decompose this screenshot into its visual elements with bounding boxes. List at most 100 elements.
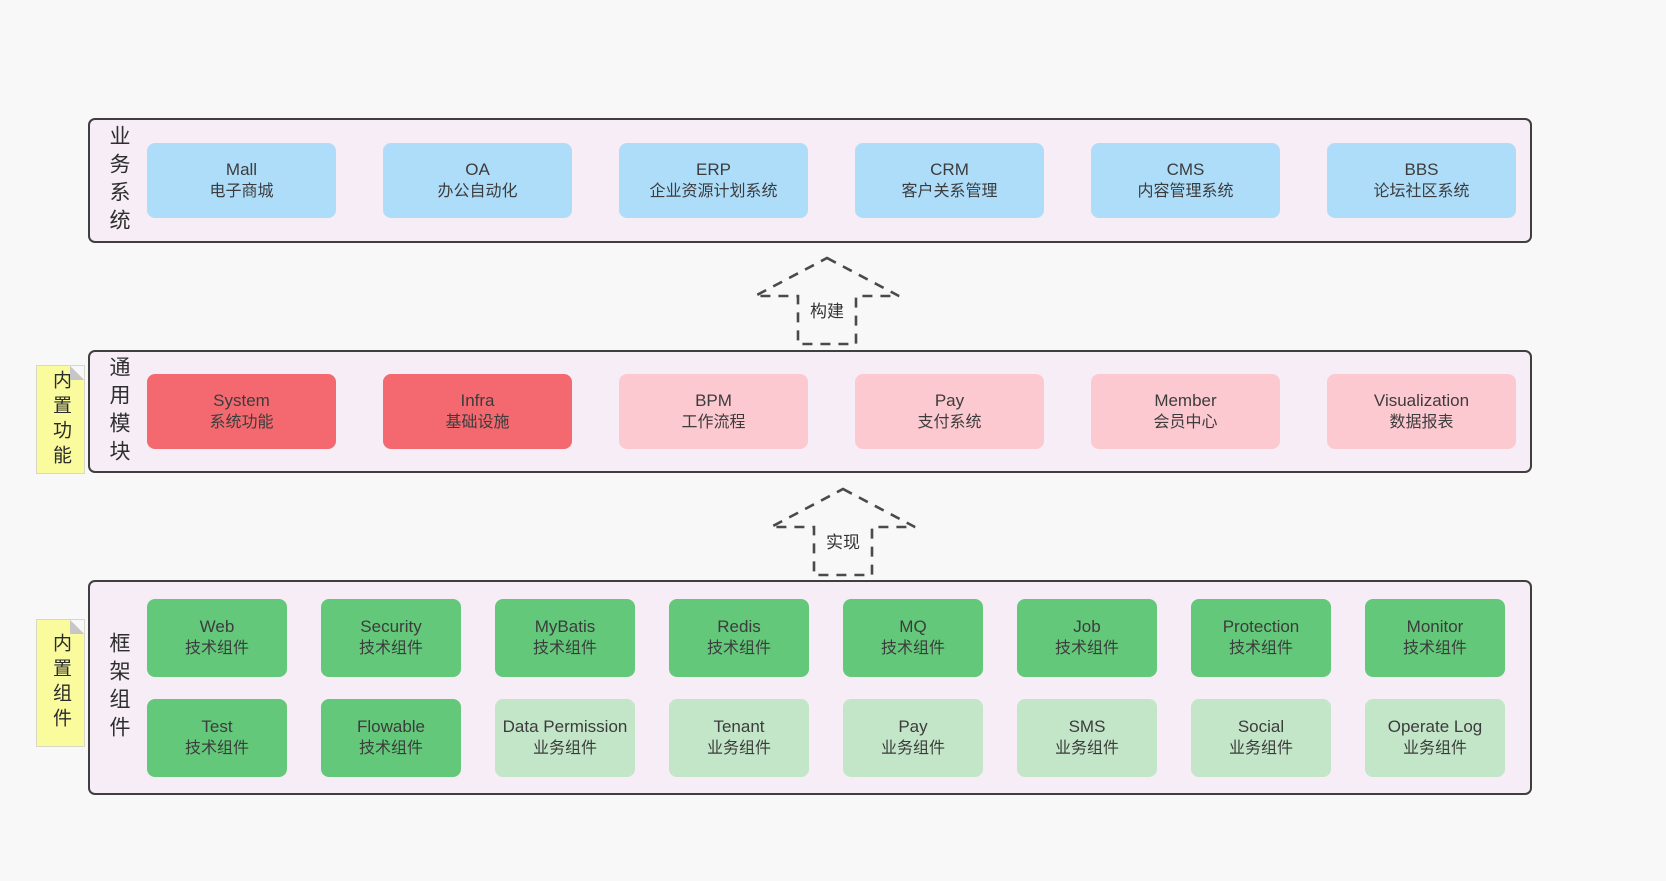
box-monitor: Monitor 技术组件 — [1365, 598, 1505, 677]
box-title: SMS — [1068, 716, 1106, 736]
box-erp: ERP 企业资源计划系统 — [619, 143, 808, 218]
box-title: Web — [199, 616, 235, 636]
box-subtitle: 技术组件 — [706, 640, 771, 658]
box-subtitle: 内容管理系统 — [1137, 183, 1234, 201]
sticky-fold-corner-icon — [70, 366, 84, 380]
box-subtitle: 支付系统 — [917, 414, 982, 432]
box-subtitle: 业务组件 — [706, 740, 771, 758]
box-subtitle: 基础设施 — [445, 414, 510, 432]
box-subtitle: 电子商城 — [209, 183, 274, 201]
box-subtitle: 技术组件 — [358, 740, 423, 758]
business-boxes-row: Mall 电子商城 OA 办公自动化 ERP 企业资源计划系统 CRM 客户关系… — [147, 143, 1530, 218]
box-pay-biz: Pay 业务组件 — [843, 698, 983, 777]
box-subtitle: 技术组件 — [532, 640, 597, 658]
box-subtitle: 技术组件 — [880, 640, 945, 658]
components-row-2: Test 技术组件 Flowable 技术组件 Data Permission … — [147, 698, 1530, 777]
box-mq: MQ 技术组件 — [843, 598, 983, 677]
box-title: MQ — [899, 616, 927, 636]
box-title: Tenant — [713, 716, 765, 736]
box-subtitle: 技术组件 — [358, 640, 423, 658]
box-title: BPM — [695, 390, 732, 410]
box-web: Web 技术组件 — [147, 598, 287, 677]
box-operate-log: Operate Log 业务组件 — [1365, 698, 1505, 777]
box-test: Test 技术组件 — [147, 698, 287, 777]
box-title: Visualization — [1373, 390, 1470, 410]
components-rows: Web 技术组件 Security 技术组件 MyBatis 技术组件 Redi… — [147, 598, 1530, 777]
box-tenant: Tenant 业务组件 — [669, 698, 809, 777]
layer-business-systems: 业务系统 Mall 电子商城 OA 办公自动化 ERP 企业资源计划系统 CRM… — [88, 118, 1532, 243]
sticky-fold-corner-icon — [70, 620, 84, 634]
box-subtitle: 论坛社区系统 — [1373, 183, 1470, 201]
box-flowable: Flowable 技术组件 — [321, 698, 461, 777]
sticky-note-text: 内置组件 — [50, 633, 71, 733]
box-subtitle: 技术组件 — [1228, 640, 1293, 658]
box-title: ERP — [696, 159, 731, 179]
box-title: Protection — [1222, 616, 1300, 636]
box-title: Pay — [934, 390, 965, 410]
box-protection: Protection 技术组件 — [1191, 598, 1331, 677]
layer-common-modules: 通用模块 System 系统功能 Infra 基础设施 BPM 工作流程 Pay… — [88, 350, 1532, 473]
box-subtitle: 会员中心 — [1153, 414, 1218, 432]
box-title: CRM — [930, 159, 969, 179]
box-title: System — [213, 390, 270, 410]
up-arrow-icon — [770, 487, 916, 577]
box-cms: CMS 内容管理系统 — [1091, 143, 1280, 218]
box-title: Test — [201, 716, 233, 736]
modules-boxes-row: System 系统功能 Infra 基础设施 BPM 工作流程 Pay 支付系统… — [147, 374, 1530, 449]
box-visualization: Visualization 数据报表 — [1327, 374, 1516, 449]
box-subtitle: 技术组件 — [1402, 640, 1467, 658]
box-infra: Infra 基础设施 — [383, 374, 572, 449]
box-subtitle: 工作流程 — [681, 414, 746, 432]
layer-label-text: 业务系统 — [107, 124, 130, 237]
layer-label-components: 框架组件 — [90, 632, 147, 744]
sticky-note-text: 内置功能 — [50, 369, 71, 470]
box-subtitle: 办公自动化 — [437, 183, 518, 201]
box-subtitle: 业务组件 — [1228, 740, 1293, 758]
layer-framework-components: 框架组件 Web 技术组件 Security 技术组件 MyBatis 技术组件… — [88, 580, 1532, 795]
components-row-1: Web 技术组件 Security 技术组件 MyBatis 技术组件 Redi… — [147, 598, 1530, 677]
box-title: Operate Log — [1387, 716, 1483, 736]
box-subtitle: 数据报表 — [1389, 414, 1454, 432]
box-pay: Pay 支付系统 — [855, 374, 1044, 449]
box-bbs: BBS 论坛社区系统 — [1327, 143, 1516, 218]
box-member: Member 会员中心 — [1091, 374, 1280, 449]
build-arrow-label: 构建 — [807, 296, 847, 323]
box-title: CMS — [1166, 159, 1205, 179]
sticky-note-built-in-functions: 内置功能 — [37, 366, 84, 473]
box-title: Monitor — [1406, 616, 1464, 636]
build-arrow: 构建 — [752, 255, 902, 347]
implement-arrow-label: 实现 — [823, 527, 863, 554]
box-title: Data Permission — [502, 716, 628, 736]
box-social: Social 业务组件 — [1191, 698, 1331, 777]
box-oa: OA 办公自动化 — [383, 143, 572, 218]
up-arrow-icon — [754, 256, 900, 346]
box-title: Member — [1154, 390, 1217, 410]
box-sms: SMS 业务组件 — [1017, 698, 1157, 777]
box-title: Job — [1073, 616, 1101, 636]
box-title: BBS — [1404, 159, 1439, 179]
box-data-permission: Data Permission 业务组件 — [495, 698, 635, 777]
box-subtitle: 业务组件 — [1402, 740, 1467, 758]
layer-label-business: 业务系统 — [90, 125, 147, 237]
box-subtitle: 客户关系管理 — [901, 183, 998, 201]
box-title: Social — [1237, 716, 1285, 736]
layer-label-text: 通用模块 — [107, 355, 130, 468]
box-subtitle: 企业资源计划系统 — [649, 183, 778, 201]
layer-label-modules: 通用模块 — [90, 356, 147, 468]
box-title: Redis — [717, 616, 761, 636]
box-subtitle: 业务组件 — [880, 740, 945, 758]
box-subtitle: 系统功能 — [209, 414, 274, 432]
box-bpm: BPM 工作流程 — [619, 374, 808, 449]
layer-label-text: 框架组件 — [107, 631, 130, 744]
box-subtitle: 技术组件 — [184, 740, 249, 758]
box-crm: CRM 客户关系管理 — [855, 143, 1044, 218]
box-title: Security — [360, 616, 422, 636]
box-title: Pay — [898, 716, 928, 736]
box-title: OA — [465, 159, 490, 179]
box-title: MyBatis — [534, 616, 596, 636]
box-mybatis: MyBatis 技术组件 — [495, 598, 635, 677]
box-subtitle: 技术组件 — [1054, 640, 1119, 658]
box-mall: Mall 电子商城 — [147, 143, 336, 218]
box-subtitle: 业务组件 — [532, 740, 597, 758]
box-redis: Redis 技术组件 — [669, 598, 809, 677]
